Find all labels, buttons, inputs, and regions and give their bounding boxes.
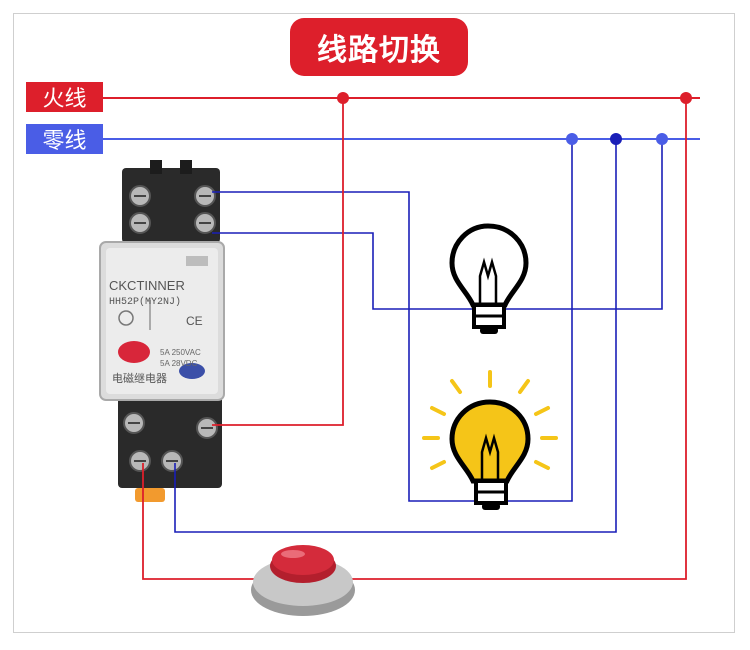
page-title: 线路切换 [290, 18, 468, 76]
relay-rating-ac: 5A 250VAC [160, 348, 201, 357]
push-button-icon [251, 545, 355, 616]
relay-module [99, 160, 225, 502]
wire-live-to-relay-coil [212, 98, 344, 426]
wire-relay-to-off-bulb [212, 139, 663, 310]
neutral-junction-dot [656, 133, 668, 145]
neutral-junction-dot [610, 133, 622, 145]
lightbulb-on-icon [422, 370, 558, 510]
relay-marking: 电磁继电器 [112, 372, 167, 385]
image-frame [13, 13, 735, 633]
relay-ce-mark: CE [186, 314, 203, 328]
live-wire-label: 火线 [26, 82, 103, 112]
relay-model: HH52P(MY2NJ) [109, 296, 181, 308]
wire-button-loop [142, 98, 687, 580]
lightbulb-off-icon [449, 223, 529, 334]
neutral-junction-dot [566, 133, 578, 145]
live-junction-dot [337, 92, 349, 104]
relay-rating-dc: 5A 28VDC [160, 359, 198, 368]
relay-brand: CKCTINNER [109, 278, 185, 293]
neutral-wire-label: 零线 [26, 124, 103, 154]
live-junction-dot [680, 92, 692, 104]
wire-neutral-to-relay [174, 139, 617, 533]
